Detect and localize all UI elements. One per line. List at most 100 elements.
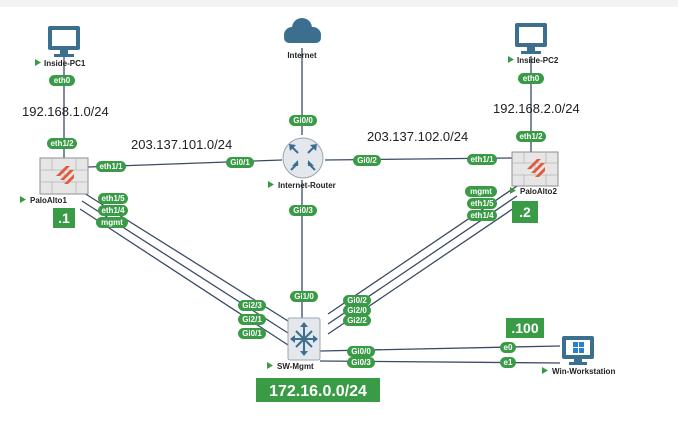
interface-label: Gi1/0: [294, 292, 314, 301]
internet-router-node[interactable]: Internet-Router: [268, 137, 336, 190]
sw-mgmt-node[interactable]: SW-Mgmt: [267, 317, 321, 371]
subnet-wan2-label: 203.137.102.0/24: [367, 129, 468, 144]
host-id-badge-paloalto1: .1: [53, 208, 75, 228]
interface-rt-gi0-0[interactable]: Gi0/0: [289, 115, 317, 126]
interface-label: Gi0/3: [351, 358, 371, 367]
paloalto1-node[interactable]: PaloAlto1: [20, 157, 89, 205]
interface-label: e0: [504, 343, 513, 352]
interface-label: eth1/5: [470, 199, 494, 208]
interface-label: eth1/1: [99, 162, 123, 171]
firewall-icon: [39, 157, 89, 195]
host-id-paloalto1: .1: [58, 210, 70, 226]
inside-pc1-label: Inside-PC1: [44, 59, 86, 68]
interface-sw-gi0-0[interactable]: Gi0/0: [347, 346, 375, 357]
switch-icon: [287, 317, 321, 361]
interface-sw-gi2-2[interactable]: Gi2/2: [343, 315, 371, 326]
win-workstation-node[interactable]: Win-Workstation: [542, 336, 615, 376]
interface-pa2-eth1-1[interactable]: eth1/1: [467, 154, 497, 165]
interface-pc2-eth0[interactable]: eth0: [518, 73, 544, 84]
interface-pc1-eth0[interactable]: eth0: [49, 75, 75, 86]
interface-rt-gi0-1[interactable]: Gi0/1: [226, 157, 254, 168]
interface-sw-gi0-3[interactable]: Gi0/3: [347, 357, 375, 368]
interface-rt-gi0-2[interactable]: Gi0/2: [353, 155, 381, 166]
interface-pa1-mgmt[interactable]: mgmt: [96, 217, 128, 228]
interface-label: eth1/2: [519, 132, 543, 141]
interface-pa1-eth1-2[interactable]: eth1/2: [47, 138, 77, 149]
interface-ws-e1[interactable]: e1: [500, 357, 516, 368]
play-marker-icon: [268, 181, 274, 188]
win-workstation-label: Win-Workstation: [552, 367, 615, 376]
play-marker-icon: [508, 56, 514, 63]
firewall-icon: [511, 151, 559, 187]
host-id-badge-paloalto2: .2: [512, 201, 538, 223]
interface-label: mgmt: [470, 187, 492, 196]
play-marker-icon: [510, 187, 516, 194]
host-id-win-workstation: .100: [511, 320, 538, 336]
internet-router-label: Internet-Router: [278, 181, 336, 190]
interface-pa1-eth1-1[interactable]: eth1/1: [96, 161, 126, 172]
interface-label: eth0: [523, 74, 540, 83]
play-marker-icon: [542, 367, 548, 374]
play-marker-icon: [20, 196, 26, 203]
sw-mgmt-label: SW-Mgmt: [277, 362, 314, 371]
interface-pa2-eth1-5[interactable]: eth1/5: [467, 198, 497, 209]
interface-label: eth1/4: [101, 206, 125, 215]
subnet-mgmt-label: 172.16.0.0/24: [269, 383, 367, 400]
monitor-icon: [48, 26, 80, 57]
interface-sw-gi1-0[interactable]: Gi1/0: [290, 291, 318, 302]
interface-pa1-eth1-5[interactable]: eth1/5: [98, 193, 128, 204]
interface-sw-gi0-1[interactable]: Gi0/1: [238, 328, 266, 339]
paloalto2-node[interactable]: PaloAlto2: [510, 151, 559, 196]
interface-label: e1: [504, 358, 513, 367]
interface-label: mgmt: [101, 218, 123, 227]
interface-label: Gi0/2: [347, 296, 367, 305]
interface-label: Gi2/0: [347, 306, 367, 315]
interface-label: Gi0/2: [357, 156, 377, 165]
interface-label: Gi0/1: [230, 158, 250, 167]
interface-label: eth1/1: [470, 155, 494, 164]
interface-pa1-eth1-4[interactable]: eth1/4: [98, 205, 128, 216]
subnet-mgmt-banner: 172.16.0.0/24: [256, 378, 380, 402]
interface-sw-gi2-1[interactable]: Gi2/1: [238, 314, 266, 325]
host-id-paloalto2: .2: [519, 204, 531, 220]
interface-label: Gi2/3: [242, 301, 262, 310]
interface-label: eth1/2: [50, 139, 74, 148]
interface-label: Gi0/3: [293, 206, 313, 215]
interface-ws-e0[interactable]: e0: [500, 342, 516, 353]
internet-node[interactable]: Internet: [284, 18, 321, 60]
interface-label: eth1/5: [101, 194, 125, 203]
internet-label: Internet: [287, 51, 317, 60]
interface-label: Gi2/1: [242, 315, 262, 324]
interface-label: eth1/4: [470, 211, 494, 220]
interface-pa2-eth1-2[interactable]: eth1/2: [516, 131, 546, 142]
interface-pa2-eth1-4[interactable]: eth1/4: [467, 210, 497, 221]
cloud-icon: [284, 18, 321, 43]
interface-label: Gi0/1: [242, 329, 262, 338]
subnet-wan1-label: 203.137.101.0/24: [131, 137, 232, 152]
play-marker-icon: [267, 362, 273, 369]
paloalto2-label: PaloAlto2: [520, 187, 557, 196]
subnet-labels: 192.168.1.0/24 192.168.2.0/24 203.137.10…: [22, 101, 580, 152]
host-id-badge-win-workstation: .100: [506, 318, 544, 338]
interface-label: Gi0/0: [293, 116, 313, 125]
inside-pc2-node[interactable]: Inside-PC2: [508, 23, 559, 65]
subnet-lan2-label: 192.168.2.0/24: [493, 101, 580, 116]
play-marker-icon: [35, 59, 41, 66]
interface-label: Gi0/0: [351, 347, 371, 356]
subnet-lan1-label: 192.168.1.0/24: [22, 104, 109, 119]
interface-sw-gi2-3[interactable]: Gi2/3: [238, 300, 266, 311]
inside-pc1-node[interactable]: Inside-PC1: [35, 26, 86, 68]
monitor-icon: [515, 23, 547, 54]
windows-monitor-icon: [562, 336, 594, 365]
interface-labels: eth0 eth1/2 eth1/1 eth1/5 eth1/4 mgmt et…: [47, 73, 546, 368]
interface-pa2-mgmt[interactable]: mgmt: [465, 186, 497, 197]
interface-label: Gi2/2: [347, 316, 367, 325]
interface-rt-gi0-3[interactable]: Gi0/3: [289, 205, 317, 216]
router-icon: [282, 137, 324, 179]
interface-sw-gi2-0[interactable]: Gi2/0: [343, 305, 371, 316]
paloalto1-label: PaloAlto1: [30, 196, 67, 205]
inside-pc2-label: Inside-PC2: [517, 56, 559, 65]
interface-sw-gi0-2[interactable]: Gi0/2: [343, 295, 371, 306]
interface-label: eth0: [54, 76, 71, 85]
